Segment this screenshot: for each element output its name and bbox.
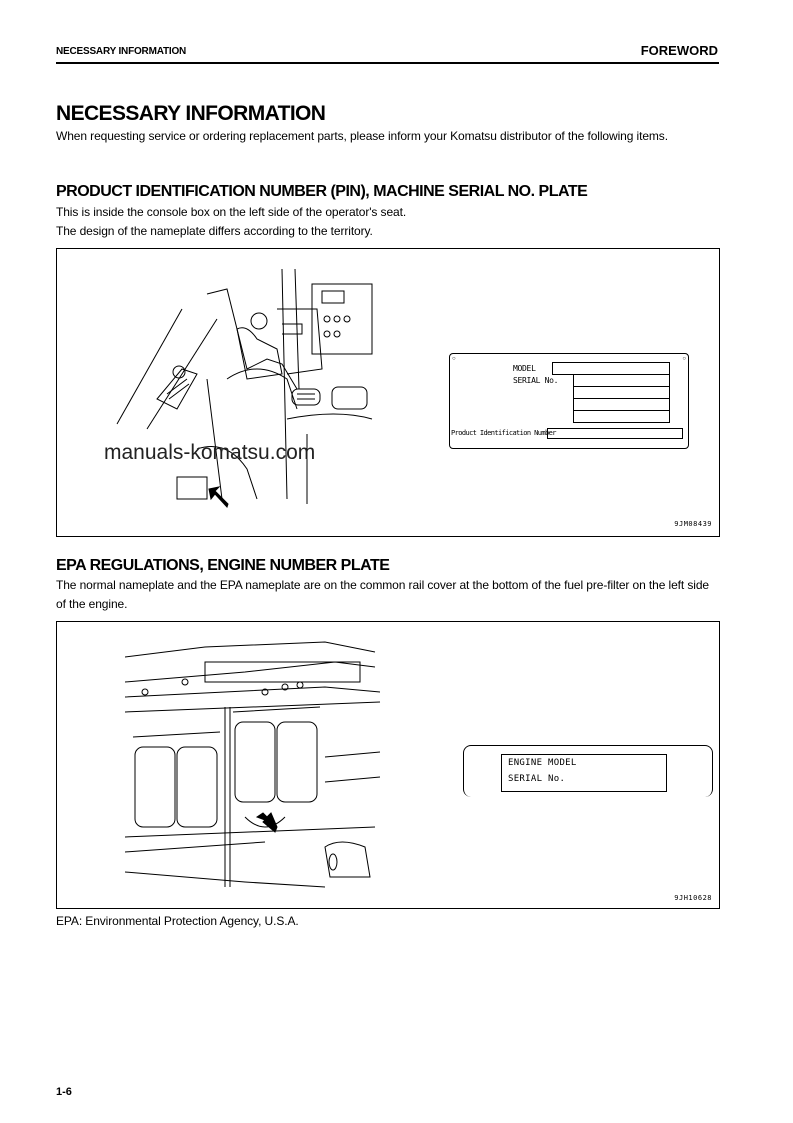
section-pin-line-1: This is inside the console box on the le… xyxy=(56,205,407,219)
engine-plate-model-label: ENGINE MODEL xyxy=(508,758,577,768)
plate-pin-field xyxy=(547,428,683,439)
epa-note: EPA: Environmental Protection Agency, U.… xyxy=(56,914,299,928)
page-title: NECESSARY INFORMATION xyxy=(56,102,326,125)
section-epa-line-1: The normal nameplate and the EPA namepla… xyxy=(56,578,709,611)
engine-plate-serial-label: SERIAL No. xyxy=(508,774,566,784)
plate-pin-label: Product Identification Number xyxy=(451,429,556,437)
plate-serial-label: SERIAL No. xyxy=(513,376,559,385)
screw-hole-icon: ○ xyxy=(682,356,686,362)
header-rule xyxy=(56,62,719,64)
operator-console-illustration xyxy=(116,269,373,508)
running-header-section: NECESSARY INFORMATION xyxy=(56,46,187,57)
figure-pin-frame: manuals-komatsu.com ○ ○ MODEL SERIAL No.… xyxy=(56,248,720,537)
intro-paragraph: When requesting service or ordering repl… xyxy=(56,129,668,143)
section-pin-line-2: The design of the nameplate differs acco… xyxy=(56,224,373,238)
running-header-chapter: FOREWORD xyxy=(640,43,718,58)
figure-id: 9JM08439 xyxy=(674,520,712,528)
figure-epa-frame: ENGINE MODEL SERIAL No. 9JH10628 xyxy=(56,621,720,909)
engine-plate-inner-box: ENGINE MODEL SERIAL No. xyxy=(501,754,667,792)
engine-serial-plate: ENGINE MODEL SERIAL No. xyxy=(463,745,713,797)
section-heading-pin: PRODUCT IDENTIFICATION NUMBER (PIN), MAC… xyxy=(56,183,588,200)
screw-hole-icon: ○ xyxy=(452,356,456,362)
machine-serial-plate: ○ ○ MODEL SERIAL No. Product Identificat… xyxy=(449,353,689,449)
page-number: 1-6 xyxy=(56,1086,72,1098)
section-heading-epa: EPA REGULATIONS, ENGINE NUMBER PLATE xyxy=(56,557,390,574)
figure-id: 9JH10628 xyxy=(674,894,712,902)
plate-serial-field-4 xyxy=(573,410,670,423)
engine-fuel-filter-illustration xyxy=(125,641,381,888)
watermark-text: manuals-komatsu.com xyxy=(104,441,316,464)
plate-model-label: MODEL xyxy=(513,364,536,373)
